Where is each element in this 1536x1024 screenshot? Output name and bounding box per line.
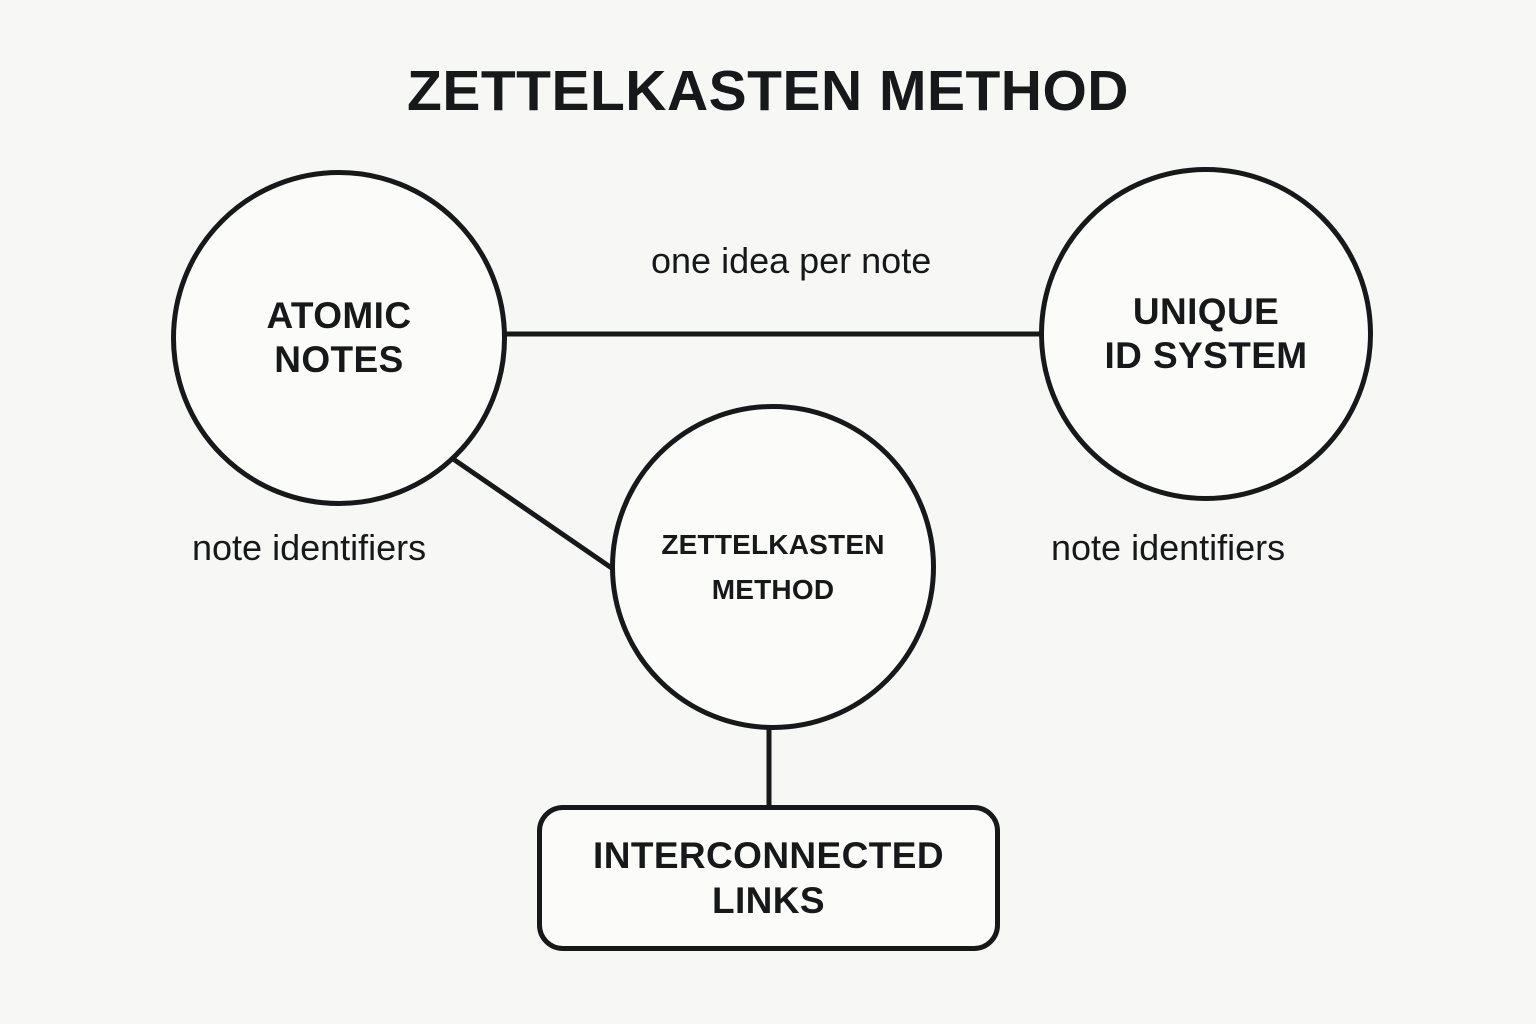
node-zettelkasten-method-line1: ZETTELKASTEN [661,528,885,560]
node-interconnected-links-line1: INTERCONNECTED [593,834,944,876]
edge-atomic-to-zettelkasten [441,449,618,574]
node-atomic-notes-line2: NOTES [274,339,404,380]
node-unique-id-system-line1: UNIQUE [1132,291,1280,333]
label-note-identifiers-left: note identifiers [192,527,427,568]
node-zettelkasten-method-label: ZETTELKASTEN METHOD [647,522,898,613]
node-zettelkasten-method-line2: METHOD [711,574,835,605]
node-interconnected-links-line2: LINKS [711,880,825,921]
node-atomic-notes-line1: ATOMIC [266,295,412,337]
node-zettelkasten-method[interactable]: ZETTELKASTEN METHOD [610,404,936,730]
node-unique-id-system-line2: ID SYSTEM [1104,335,1308,376]
label-note-identifiers-right: note identifiers [1051,527,1286,568]
page-title: ZETTELKASTEN METHOD [407,59,1129,123]
edge-label-one-idea-per-note: one idea per note [651,240,932,281]
